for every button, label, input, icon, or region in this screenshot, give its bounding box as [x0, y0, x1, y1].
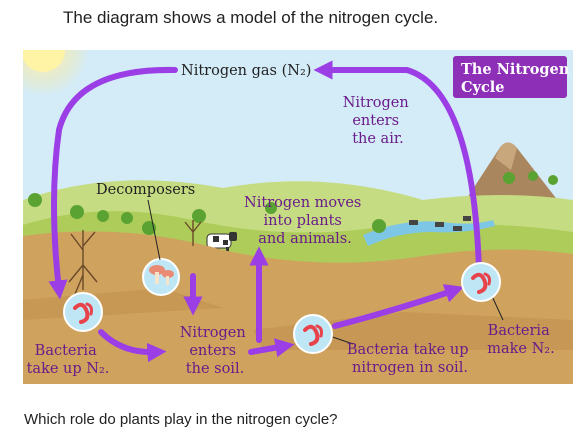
arrow-bacteria-to-fixers: [332, 284, 465, 329]
label-bacteria-take-up-2: take up N₂.: [27, 361, 110, 377]
label-moves-into-3: and animals.: [258, 231, 352, 247]
svg-text:Cycle: Cycle: [461, 79, 505, 96]
svg-text:Nitrogen gas (N₂): Nitrogen gas (N₂): [181, 63, 311, 79]
label-bacteria-take-up-1: Bacteria: [35, 343, 97, 359]
svg-text:Nitrogen enters the so: Nitrogen enters the soil.: [180, 325, 251, 377]
arrow-bacteria-to-soil: [98, 329, 167, 363]
plant-roots: [68, 220, 202, 295]
label-moves-into-1: Nitrogen moves: [244, 195, 361, 211]
label-enters-soil-3: the soil.: [186, 361, 244, 377]
diagram-title-line2: Cycle: [461, 79, 505, 96]
label-decomposers: Decomposers: [96, 182, 195, 198]
arrow-soil-to-bacteria: [248, 338, 295, 358]
label-take-up-soil-2: nitrogen in soil.: [352, 360, 468, 376]
label-moves-into-2: into plants: [264, 213, 342, 229]
svg-text:Nitrogen moves into plants: Nitrogen moves into plants and animals.: [244, 195, 366, 247]
label-enters-soil-2: enters: [189, 343, 236, 359]
decomposer-mushroom-icon: [142, 258, 180, 296]
label-make-n2-1: Bacteria: [488, 323, 550, 339]
arrow-to-air: [313, 60, 482, 273]
label-enters-soil-1: Nitrogen: [180, 325, 246, 341]
svg-text:Bacteria take up N₂.: Bacteria take up N₂.: [27, 343, 110, 377]
label-make-n2-2: make N₂.: [487, 341, 554, 357]
svg-text:Nitrogen enters the ai: Nitrogen enters the air.: [343, 95, 414, 147]
question-text: Which role do plants play in the nitroge…: [24, 411, 338, 428]
svg-text:The Nitrogen: The Nitrogen: [461, 61, 570, 78]
bacteria-icon: [461, 262, 501, 302]
cow: [206, 232, 237, 255]
svg-text:Decomposers: Decomposers: [96, 182, 195, 198]
bacteria-icon: [293, 314, 333, 354]
bacteria-icon: [63, 292, 103, 332]
label-enters-air-1: Nitrogen: [343, 95, 409, 111]
diagram-title-line1: The Nitrogen: [461, 61, 570, 78]
intro-text: The diagram shows a model of the nitroge…: [63, 8, 439, 27]
arrow-gas-to-bacteria: [48, 66, 178, 300]
nitrogen-cycle-diagram: The Nitrogen Cycle Nitrogen gas (N₂) Nit…: [23, 50, 573, 384]
svg-text:Bacteria take up nitrogen: Bacteria take up nitrogen in soil.: [347, 342, 473, 376]
distant-cows: [409, 216, 471, 231]
label-enters-air-2: enters: [352, 113, 399, 129]
label-enters-air-3: the air.: [352, 131, 404, 147]
svg-text:Bacteria make N₂.: Bacteria make N₂.: [487, 323, 554, 357]
label-nitrogen-gas: Nitrogen gas (N₂): [181, 63, 311, 79]
label-take-up-soil-1: Bacteria take up: [347, 342, 469, 358]
title-box: [453, 56, 567, 98]
